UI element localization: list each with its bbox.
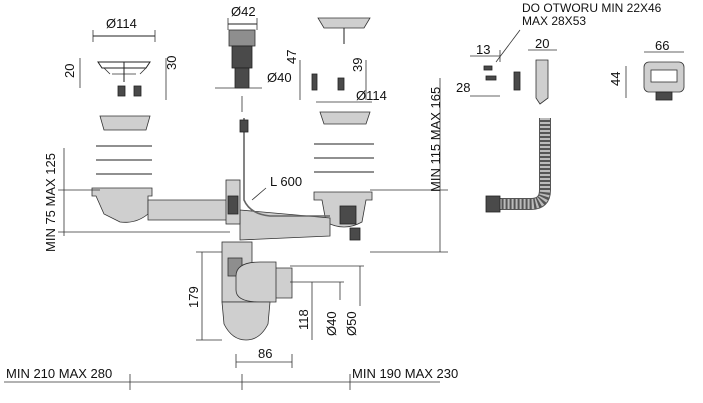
label-h179: 179 xyxy=(186,286,201,308)
overflow-screw-parts xyxy=(470,29,557,105)
label-h39: 39 xyxy=(350,58,365,72)
label-hole-line1: DO OTWORU MIN 22X46 xyxy=(522,1,662,15)
label-w13: 13 xyxy=(476,42,490,57)
label-range-75-125: MIN 75 MAX 125 xyxy=(43,153,58,252)
label-range-210-280: MIN 210 MAX 280 xyxy=(6,366,112,381)
label-range-115-165: MIN 115 MAX 165 xyxy=(428,87,443,192)
label-h28: 28 xyxy=(456,80,470,95)
label-h44: 44 xyxy=(608,72,623,86)
label-w66: 66 xyxy=(655,38,669,53)
label-l600: L 600 xyxy=(270,174,302,189)
overflow-hose xyxy=(485,118,551,213)
label-h47: 47 xyxy=(284,50,299,64)
label-hole-line2: MAX 28X53 xyxy=(522,14,586,28)
label-range-190-230: MIN 190 MAX 230 xyxy=(352,366,458,381)
overflow-head xyxy=(625,51,685,101)
label-w20: 20 xyxy=(535,36,549,51)
label-d114-top-left: Ø114 xyxy=(106,16,137,31)
label-h118: 118 xyxy=(296,309,311,330)
strainer-basket-left xyxy=(79,30,167,175)
strainer-basket-right xyxy=(299,17,374,173)
label-h20: 20 xyxy=(62,64,77,78)
label-d40-top: Ø40 xyxy=(267,70,292,85)
label-d50: Ø50 xyxy=(344,311,359,336)
valve-plug-center xyxy=(215,18,262,112)
label-h30: 30 xyxy=(164,56,179,70)
label-w86: 86 xyxy=(258,346,272,361)
drain-assembly xyxy=(91,118,373,341)
label-d42: Ø42 xyxy=(231,4,256,19)
label-d40-bottom: Ø40 xyxy=(324,311,339,336)
label-d114-right: Ø114 xyxy=(356,88,387,103)
